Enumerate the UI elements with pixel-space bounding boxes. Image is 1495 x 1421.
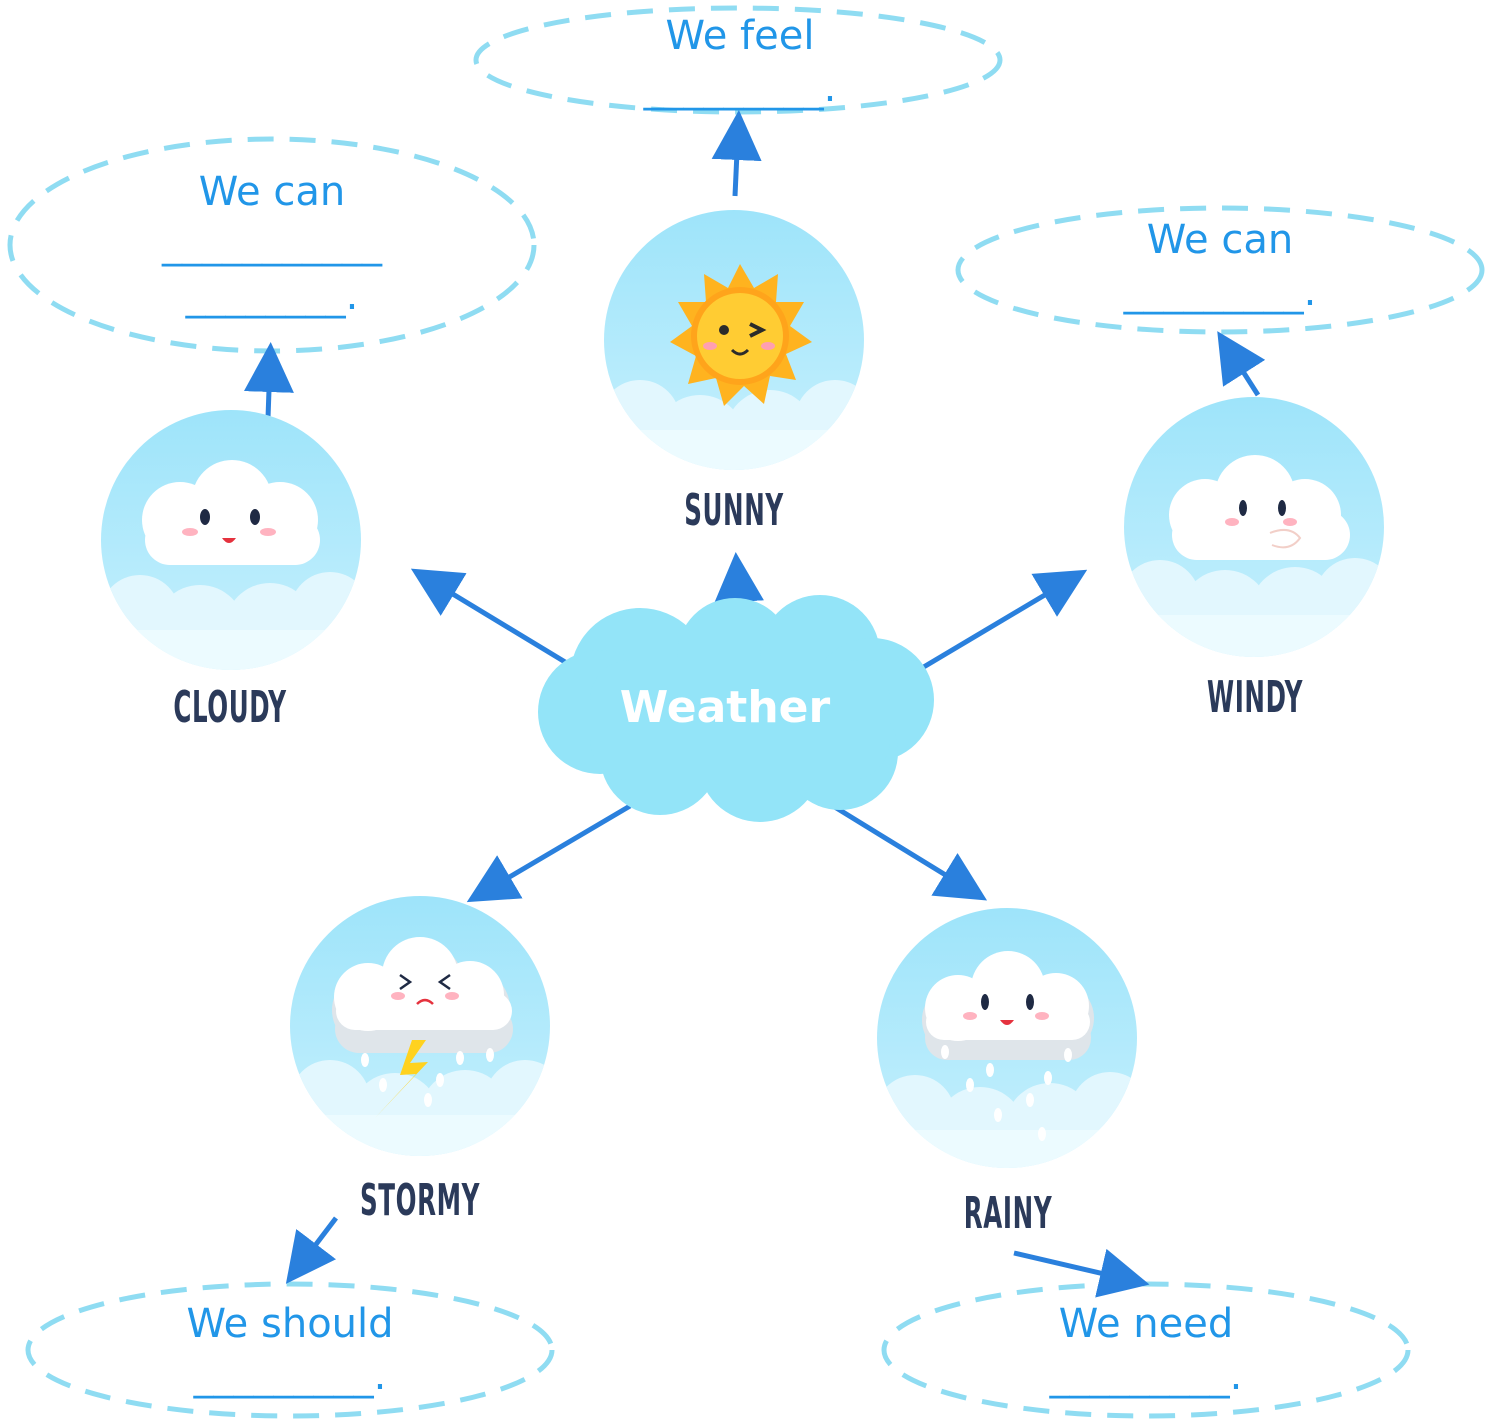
rainy-icon (877, 908, 1137, 1168)
windy-prompt: We can _________. (1123, 217, 1317, 315)
label-stormy: STORMY (359, 1175, 481, 1226)
center-title: Weather (619, 682, 831, 733)
windy-icon (1124, 397, 1384, 657)
rainy-prompt: We need _________. (1049, 1301, 1243, 1399)
stormy-prompt-bubble (25, 1281, 555, 1419)
cloudy-icon (101, 410, 361, 670)
label-rainy: RAINY (963, 1188, 1053, 1239)
label-sunny: SUNNY (684, 485, 784, 536)
arrow-windy-to-prompt (1217, 331, 1266, 397)
center-cloud (538, 595, 934, 822)
cloudy-prompt: We can ___________ ________. (162, 169, 382, 319)
arrow-sunny-to-prompt (711, 110, 762, 197)
windy-prompt-bubble (955, 205, 1485, 335)
arrow-center-to-stormy (466, 803, 632, 903)
arrow-stormy-to-prompt (285, 1216, 338, 1284)
label-windy: WINDY (1206, 672, 1304, 723)
arrow-center-to-windy (920, 569, 1088, 671)
stormy-icon (290, 896, 550, 1156)
arrow-cloudy-to-prompt (243, 342, 294, 419)
label-cloudy: CLOUDY (173, 682, 287, 733)
sunny-icon (604, 210, 864, 470)
arrow-rainy-to-prompt (1013, 1248, 1150, 1298)
sunny-prompt: We feel _________. (643, 13, 837, 111)
arrow-center-to-cloudy (410, 568, 577, 671)
stormy-prompt: We should _________. (186, 1301, 394, 1399)
